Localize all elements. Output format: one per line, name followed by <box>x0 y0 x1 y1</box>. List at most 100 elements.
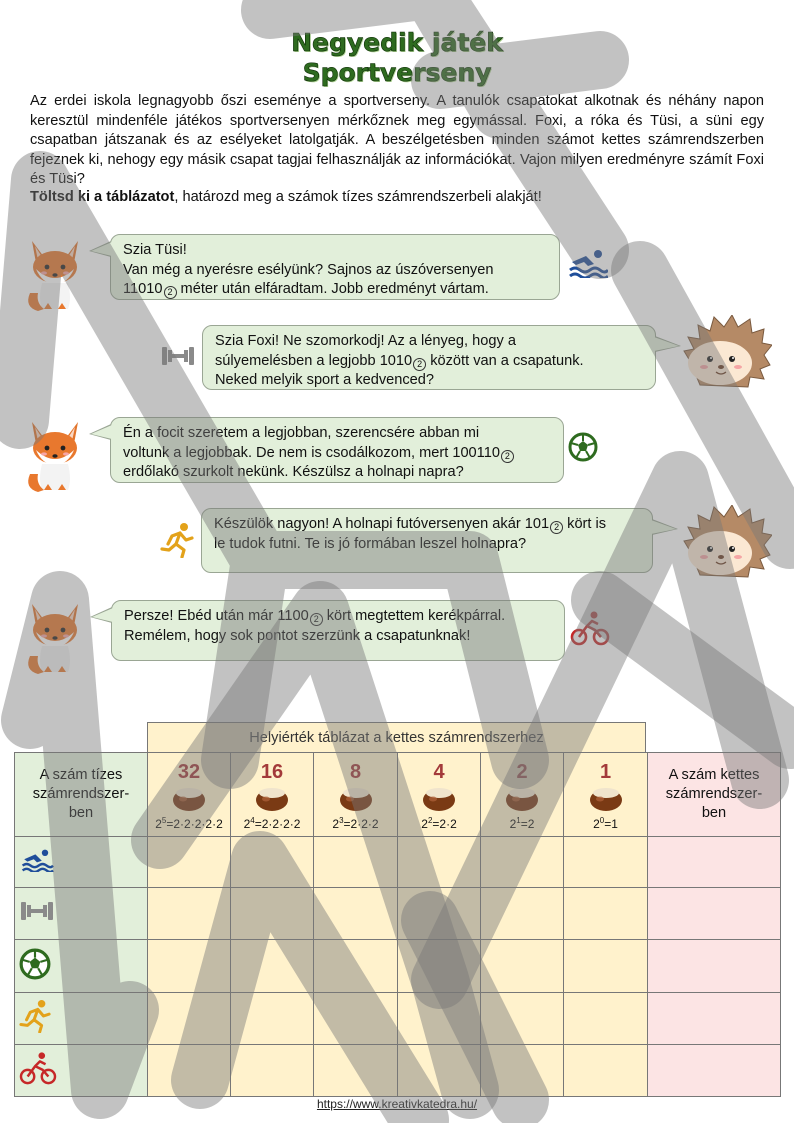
answer-cell[interactable] <box>313 992 398 1045</box>
base-2-mark: 2 <box>413 357 427 371</box>
header-line: ben <box>68 805 94 821</box>
fox-icon <box>28 422 78 492</box>
bubble-text: kört is <box>563 516 607 532</box>
answer-cell[interactable] <box>313 1044 398 1097</box>
table-row <box>14 887 781 940</box>
bubble-text: méter után elfáradtam. Jobb eredményt vá… <box>176 281 489 297</box>
chestnut-icon <box>256 788 288 811</box>
place-value-8: 8 23=2·2·2 <box>313 752 398 837</box>
weightlifting-icon <box>162 347 194 365</box>
row-label <box>14 887 148 940</box>
place-value-16: 16 24=2·2·2·2 <box>230 752 314 837</box>
speech-bubble-foxi-2: Én a focit szeretem a legjobban, szerenc… <box>89 417 564 483</box>
header-line: A szám tízes <box>39 767 123 783</box>
answer-cell[interactable] <box>230 992 314 1045</box>
answer-cell[interactable] <box>147 992 231 1045</box>
answer-cell[interactable] <box>313 939 398 993</box>
place-value-4: 4 22=2·2 <box>397 752 481 837</box>
place-value-number: 2 <box>516 761 528 783</box>
power-expansion: 21=2 <box>509 816 535 831</box>
answer-cell[interactable] <box>647 836 781 888</box>
footer-link[interactable]: https://www.kreativkatedra.hu/ <box>316 1097 478 1111</box>
place-value-number: 8 <box>349 761 362 783</box>
page-subtitle: Sportverseny <box>302 58 492 88</box>
answer-cell[interactable] <box>647 887 781 940</box>
answer-cell[interactable] <box>147 836 231 888</box>
answer-cell[interactable] <box>647 992 781 1045</box>
answer-cell[interactable] <box>230 836 314 888</box>
table-header-row: A szám tízes számrendszer- ben 32 25=2·2… <box>14 752 781 837</box>
answer-cell[interactable] <box>647 1044 781 1097</box>
place-value-number: 16 <box>260 761 284 783</box>
base-2-mark: 2 <box>309 613 323 626</box>
answer-cell[interactable] <box>480 992 564 1045</box>
place-value-1: 1 20=1 <box>563 752 648 837</box>
bubble-text: voltunk a legjobbak. De nem is csodálkoz… <box>123 444 500 461</box>
answer-cell[interactable] <box>563 992 648 1045</box>
answer-cell[interactable] <box>230 1044 314 1097</box>
base-2-mark: 2 <box>500 449 514 463</box>
power-expansion: 20=1 <box>593 816 618 831</box>
bubble-line: Szia Tüsi! <box>123 242 187 258</box>
instruction-rest: , határozd meg a számok tízes számrendsz… <box>174 189 542 205</box>
table-row <box>14 836 781 888</box>
weightlifting-icon <box>21 902 53 920</box>
answer-cell[interactable] <box>313 887 398 940</box>
bubble-text: Persze! Ebéd után már 1100 <box>124 608 309 624</box>
football-icon <box>568 432 598 462</box>
answer-cell[interactable] <box>563 939 648 993</box>
row-label <box>14 1044 148 1097</box>
answer-cell[interactable] <box>480 887 564 940</box>
chestnut-icon <box>173 788 205 811</box>
answer-cell[interactable] <box>397 836 481 888</box>
chestnut-icon <box>589 788 622 811</box>
instruction: Töltsd ki a táblázatot, határozd meg a s… <box>30 188 764 207</box>
answer-cell[interactable] <box>647 939 781 993</box>
answer-cell[interactable] <box>563 836 648 888</box>
bubble-line: Neked melyik sport a kedvenced? <box>215 372 435 388</box>
page-title: Negyedik játék <box>291 28 503 58</box>
running-icon <box>160 523 194 558</box>
answer-cell[interactable] <box>397 992 481 1045</box>
place-value-table: A szám tízes számrendszer- ben 32 25=2·2… <box>14 752 781 1097</box>
swimming-icon <box>569 250 608 278</box>
table-row <box>14 939 781 993</box>
swimming-icon <box>21 849 54 873</box>
hedgehog-icon <box>683 315 772 388</box>
answer-cell[interactable] <box>480 1044 564 1097</box>
base-2-mark: 2 <box>550 521 564 534</box>
answer-cell[interactable] <box>147 887 231 940</box>
answer-cell[interactable] <box>147 939 231 993</box>
speech-bubble-tusi-2: Készülök nagyon! A holnapi futóversenyen… <box>201 508 678 573</box>
bubble-line: Remélem, hogy sok pontot szerzünk a csap… <box>124 627 471 644</box>
intro-paragraph: Az erdei iskola legnagyobb őszi eseménye… <box>30 93 764 188</box>
answer-cell[interactable] <box>480 939 564 993</box>
answer-cell[interactable] <box>313 836 398 888</box>
answer-cell[interactable] <box>563 887 648 940</box>
header-line: számrendszer- <box>665 786 763 802</box>
answer-cell[interactable] <box>147 1044 231 1097</box>
answer-cell[interactable] <box>397 939 481 993</box>
answer-cell[interactable] <box>563 1044 648 1097</box>
place-value-2: 2 21=2 <box>480 752 564 837</box>
bubble-text: Készülök nagyon! A holnapi futóversenyen… <box>214 516 550 532</box>
answer-cell[interactable] <box>230 939 314 993</box>
answer-cell[interactable] <box>230 887 314 940</box>
power-expansion: 23=2·2·2 <box>332 816 379 831</box>
row-label <box>14 836 148 888</box>
instruction-bold: Töltsd ki a táblázatot <box>30 189 175 205</box>
cycling-icon <box>570 611 610 646</box>
fox-icon <box>28 241 78 311</box>
header-line: A szám kettes <box>668 767 760 783</box>
binary-header: A szám kettes számrendszer- ben <box>647 752 781 837</box>
bubble-line: erdőlakó szurkolt nekünk. Készülsz a hol… <box>123 464 464 480</box>
running-icon <box>19 1000 51 1034</box>
power-expansion: 22=2·2 <box>421 816 457 831</box>
row-label <box>14 939 148 993</box>
answer-cell[interactable] <box>397 887 481 940</box>
chestnut-icon <box>339 788 372 811</box>
answer-cell[interactable] <box>480 836 564 888</box>
answer-cell[interactable] <box>397 1044 481 1097</box>
